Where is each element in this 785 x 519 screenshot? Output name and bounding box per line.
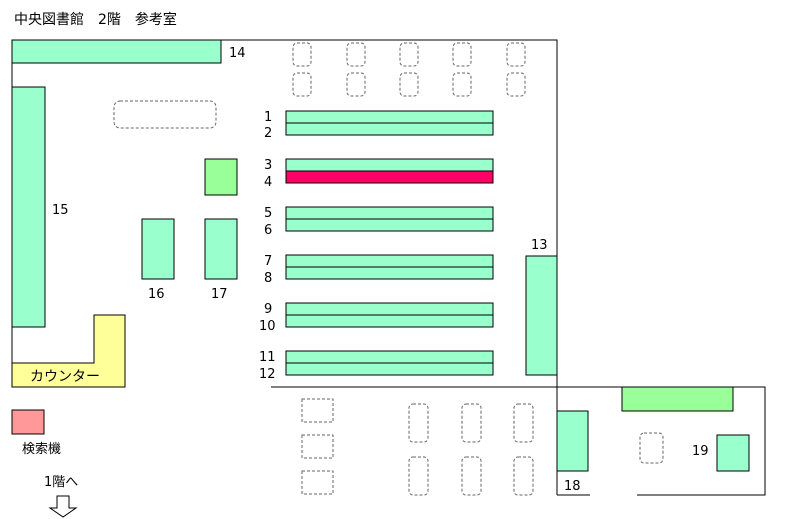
shelf-9[interactable] <box>285 302 494 316</box>
stairs-label: 1階へ <box>44 475 78 490</box>
shelf-2-label: 2 <box>264 126 272 141</box>
shelf-1-label: 1 <box>264 110 272 125</box>
shelf-7-label: 7 <box>264 254 272 269</box>
green-shelf <box>621 386 734 412</box>
down-arrow-icon[interactable] <box>48 495 78 518</box>
shelf-18[interactable] <box>556 410 589 472</box>
shelf-11-label: 11 <box>259 350 276 365</box>
shelf-12[interactable] <box>285 362 494 376</box>
shelf-5-label: 5 <box>264 206 272 221</box>
shelf-5[interactable] <box>285 206 494 220</box>
search-label: 検索機 <box>22 442 61 457</box>
shelf-18-label: 18 <box>564 479 581 494</box>
counter-label: カウンター <box>30 369 100 385</box>
shelf-15-label: 15 <box>52 203 69 218</box>
shelf-19-label: 19 <box>692 444 709 459</box>
shelf-17-label: 17 <box>211 287 228 302</box>
green-box <box>204 158 238 196</box>
shelf-13-label: 13 <box>531 238 548 253</box>
shelf-17[interactable] <box>204 218 238 280</box>
shelf-10-label: 10 <box>259 319 276 334</box>
shelf-16-label: 16 <box>148 287 165 302</box>
shelf-11[interactable] <box>285 350 494 364</box>
shelf-6-label: 6 <box>264 223 272 238</box>
tables-bottom <box>301 398 664 496</box>
search-terminal[interactable] <box>11 409 45 435</box>
shelf-row-labels: 1 2 3 4 5 6 7 8 9 10 11 12 <box>259 110 276 382</box>
shelf-13[interactable] <box>525 255 558 376</box>
shelf-rows <box>285 110 494 376</box>
shelf-14-label: 14 <box>229 46 246 61</box>
shelf-8[interactable] <box>285 266 494 280</box>
table-reading <box>113 100 217 129</box>
shelf-16[interactable] <box>141 218 175 280</box>
map-title: 中央図書館 2階 参考室 <box>14 11 177 28</box>
shelf-6[interactable] <box>285 218 494 232</box>
shelf-3[interactable] <box>285 158 494 172</box>
chairs-top <box>292 42 526 97</box>
shelf-9-label: 9 <box>264 302 272 317</box>
shelf-8-label: 8 <box>264 271 272 286</box>
shelf-19[interactable] <box>716 434 750 472</box>
shelf-2[interactable] <box>285 122 494 136</box>
shelf-14[interactable] <box>11 39 222 64</box>
shelf-10[interactable] <box>285 314 494 328</box>
shelf-15[interactable] <box>11 86 46 328</box>
shelf-3-label: 3 <box>264 158 272 173</box>
counter <box>11 314 126 388</box>
shelf-12-label: 12 <box>259 367 276 382</box>
shelf-7[interactable] <box>285 254 494 268</box>
shelf-4[interactable] <box>285 170 494 184</box>
shelf-1[interactable] <box>285 110 494 124</box>
shelf-4-label: 4 <box>264 175 272 190</box>
